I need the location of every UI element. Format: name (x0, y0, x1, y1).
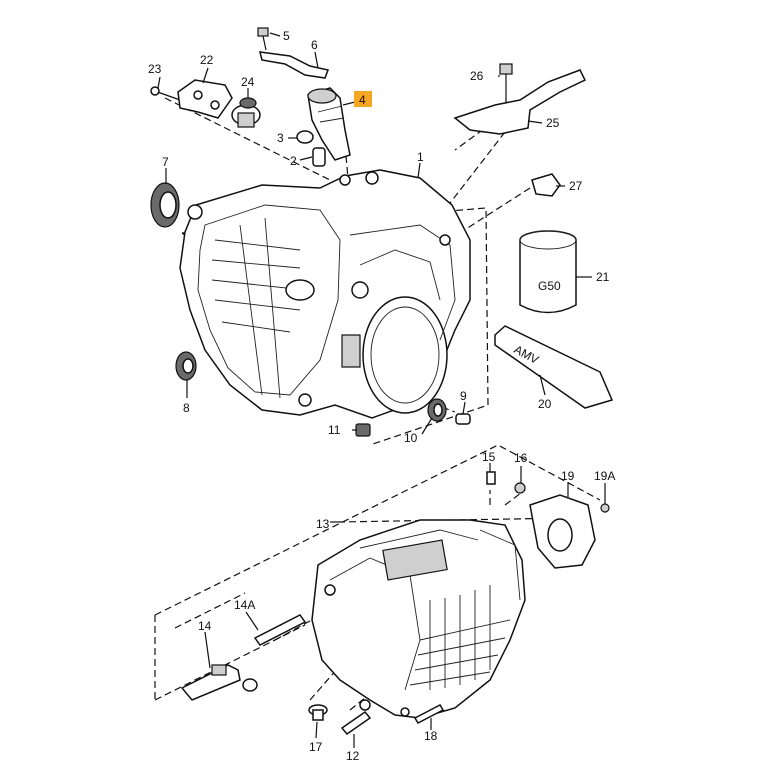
part-11-plug (355, 423, 371, 437)
callout-26: 26 (470, 69, 484, 83)
part-9-bush (455, 413, 471, 425)
callout-4: 4 (359, 93, 366, 107)
leader-lines (157, 32, 606, 748)
callout-15: 15 (482, 450, 496, 464)
part-19-cover (529, 494, 596, 569)
part-12-pin (340, 710, 372, 736)
callout-8: 8 (183, 401, 190, 415)
callout-16: 16 (514, 451, 528, 465)
callout-3: 3 (277, 131, 284, 145)
part-14-fork (180, 664, 258, 701)
callout-13: 13 (316, 517, 330, 531)
callout-6: 6 (311, 38, 318, 52)
part-24-sensor (231, 97, 261, 128)
part-19a-bolt (600, 503, 610, 513)
part-14a-shaft (253, 614, 307, 646)
part-4-cap (307, 87, 351, 161)
callout-22: 22 (200, 53, 214, 67)
callout-18: 18 (424, 729, 438, 743)
part-2-pin (312, 147, 326, 167)
callout-11: 11 (328, 423, 341, 437)
callout-14a: 14A (234, 598, 255, 612)
callout-9: 9 (460, 389, 467, 403)
callout-21: 21 (596, 270, 610, 284)
callout-17: 17 (309, 740, 323, 754)
callout-2: 2 (290, 154, 297, 168)
callout-labels: 1 2 3 4 5 6 7 8 9 10 11 12 13 14 14A 15 … (148, 29, 615, 763)
oil-can-marking: G50 (538, 279, 561, 293)
part-22-bracket (177, 79, 233, 119)
callout-20: 20 (538, 397, 552, 411)
part-8-seal (175, 351, 197, 381)
callout-12: 12 (346, 749, 360, 763)
part-17-stud (308, 704, 328, 721)
part-10-seal (427, 398, 447, 422)
gearbox-case (311, 519, 526, 719)
callout-23: 23 (148, 62, 162, 76)
callout-1: 1 (417, 150, 424, 164)
part-16-nut (514, 482, 526, 494)
callout-7: 7 (162, 155, 169, 169)
callout-19: 19 (561, 469, 575, 483)
part-15-bolt (486, 471, 496, 485)
part-7-seal (150, 182, 180, 228)
callout-19a: 19A (594, 469, 615, 483)
part-20-grease-tube: AMV (494, 325, 614, 409)
part-3-washer (296, 130, 314, 144)
part-5-bolt (257, 27, 269, 51)
part-21-oil-can: G50 (519, 230, 577, 314)
callout-14: 14 (198, 619, 212, 633)
callout-4-highlight (354, 91, 372, 107)
part-27-vent (531, 173, 561, 197)
callout-10: 10 (404, 431, 418, 445)
transmission-housing (179, 169, 471, 419)
callout-24: 24 (241, 75, 255, 89)
part-6-clip (259, 51, 330, 79)
part-23-bolt (150, 86, 181, 101)
part-18-bolt (413, 704, 445, 724)
callout-5: 5 (283, 29, 290, 43)
callout-25: 25 (546, 116, 560, 130)
part-25-bracket (453, 69, 587, 135)
callout-27: 27 (569, 179, 583, 193)
